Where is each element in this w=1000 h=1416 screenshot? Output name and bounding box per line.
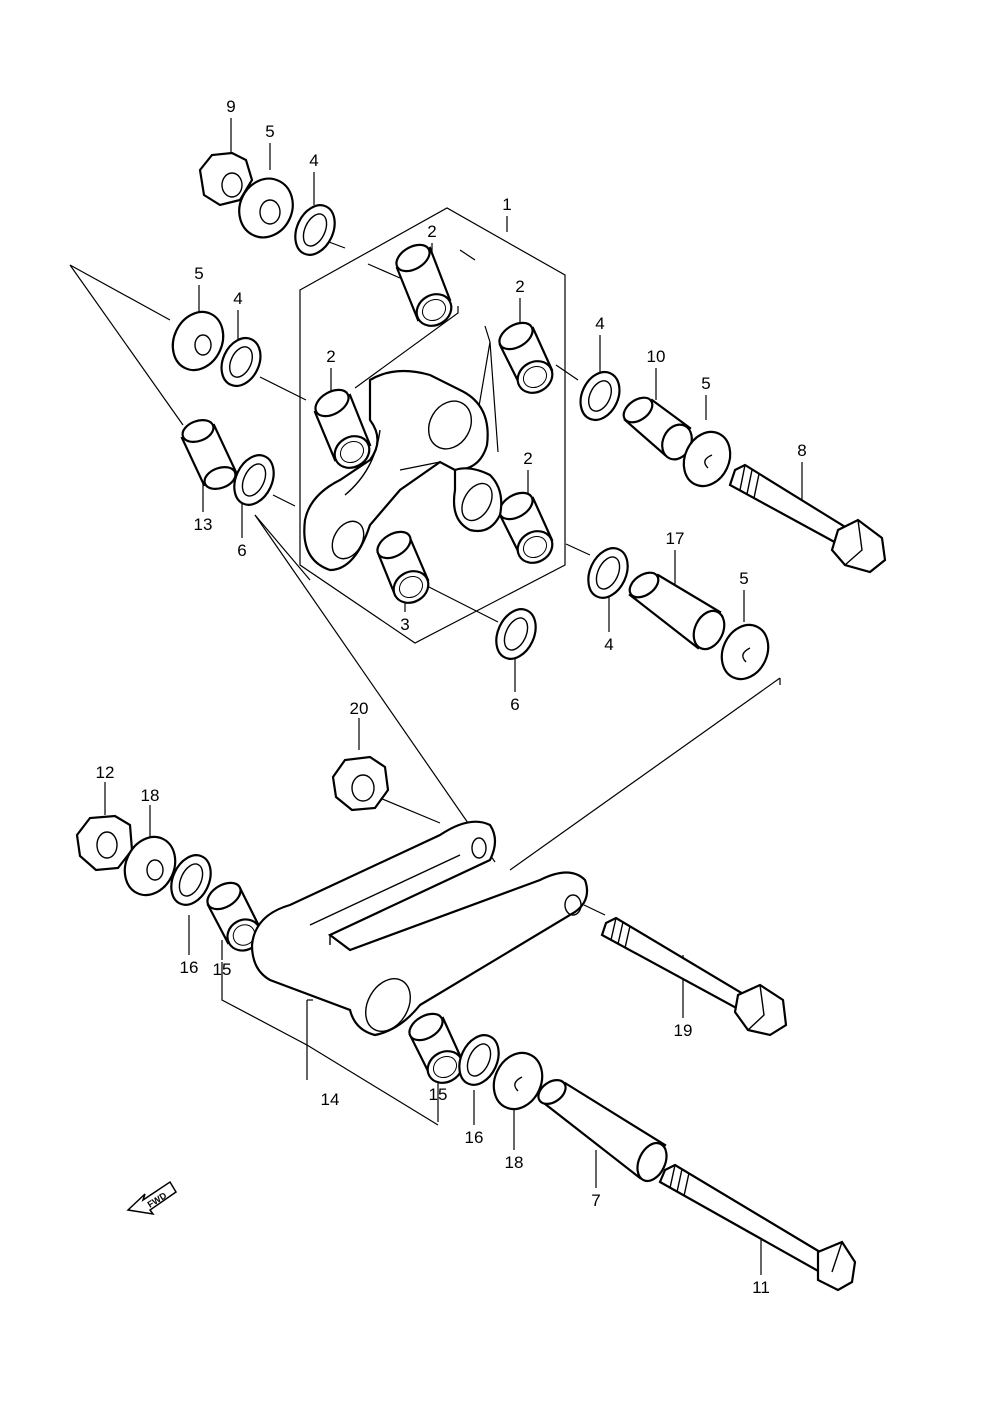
washer-5-left bbox=[171, 310, 225, 372]
part-label-4: 4 bbox=[309, 151, 318, 170]
part-label-4: 4 bbox=[595, 314, 604, 333]
bearing-2-right-bottom bbox=[498, 491, 554, 564]
part-label-18: 18 bbox=[141, 786, 160, 805]
part-label-5: 5 bbox=[739, 569, 748, 588]
part-label-1: 1 bbox=[502, 195, 511, 214]
part-label-5: 5 bbox=[701, 374, 710, 393]
seal-16-left bbox=[170, 854, 212, 906]
seal-16-right bbox=[458, 1034, 500, 1086]
part-label-20: 20 bbox=[350, 699, 369, 718]
part-label-6: 6 bbox=[510, 695, 519, 714]
part-label-5: 5 bbox=[265, 122, 274, 141]
part-label-2: 2 bbox=[427, 222, 436, 241]
part-label-11: 11 bbox=[752, 1278, 770, 1297]
part-label-3: 3 bbox=[400, 615, 409, 634]
part-label-15: 15 bbox=[429, 1085, 448, 1104]
part-label-13: 13 bbox=[194, 515, 213, 534]
nut-20 bbox=[331, 755, 390, 812]
bolt-19 bbox=[600, 916, 788, 1037]
bearing-2-mid-left bbox=[313, 388, 372, 469]
nut-9 bbox=[198, 151, 254, 207]
washer-5-top bbox=[238, 177, 294, 239]
part-label-8: 8 bbox=[797, 441, 806, 460]
spacer-13 bbox=[180, 419, 238, 490]
part-label-15: 15 bbox=[213, 960, 232, 979]
cushion-lever bbox=[303, 369, 503, 572]
nut-12 bbox=[75, 814, 134, 872]
fwd-arrow-icon: FWD bbox=[126, 1180, 178, 1216]
part-label-18: 18 bbox=[505, 1153, 524, 1172]
part-label-6: 6 bbox=[237, 541, 246, 560]
bearing-2-top bbox=[395, 243, 453, 327]
washer-18-left bbox=[123, 835, 177, 897]
part-label-14: 14 bbox=[321, 1090, 340, 1109]
seal-4-right-bottom bbox=[587, 547, 629, 599]
bolt-11 bbox=[658, 1163, 857, 1292]
bearing-3 bbox=[376, 530, 430, 604]
part-label-16: 16 bbox=[180, 958, 199, 977]
spacer-7 bbox=[537, 1079, 668, 1183]
leader-lines bbox=[69, 118, 803, 1275]
part-label-2: 2 bbox=[515, 277, 524, 296]
part-label-12: 12 bbox=[96, 763, 115, 782]
seal-4-right-top bbox=[579, 370, 621, 422]
bearing-15-left bbox=[206, 881, 262, 952]
part-label-16: 16 bbox=[465, 1128, 484, 1147]
cushion-rod-14 bbox=[250, 820, 589, 1037]
part-label-7: 7 bbox=[591, 1191, 600, 1210]
washer-5-right-bottom bbox=[720, 623, 770, 681]
part-label-17: 17 bbox=[666, 529, 685, 548]
part-number-labels: 9 5 4 1 2 5 4 2 2 4 10 5 8 2 13 6 17 5 3… bbox=[96, 97, 807, 1297]
bearing-15-right bbox=[408, 1012, 464, 1084]
seal-6-bottom bbox=[495, 608, 537, 660]
part-label-19: 19 bbox=[674, 1021, 693, 1040]
part-label-10: 10 bbox=[647, 347, 666, 366]
part-label-9: 9 bbox=[226, 97, 235, 116]
part-label-4: 4 bbox=[604, 635, 613, 654]
assembly-outline-1 bbox=[299, 207, 566, 644]
spacer-17 bbox=[628, 571, 726, 651]
part-label-2: 2 bbox=[523, 449, 532, 468]
seal-6-left bbox=[233, 454, 275, 506]
part-label-2: 2 bbox=[326, 347, 335, 366]
bolt-8 bbox=[728, 463, 887, 574]
washer-5-right-top bbox=[682, 430, 732, 488]
seal-4-top bbox=[294, 204, 336, 256]
seal-4-left bbox=[220, 336, 262, 388]
spacer-10 bbox=[622, 396, 693, 461]
part-label-5: 5 bbox=[194, 264, 203, 283]
bearing-2-right-top bbox=[498, 321, 554, 394]
part-label-4: 4 bbox=[233, 289, 242, 308]
